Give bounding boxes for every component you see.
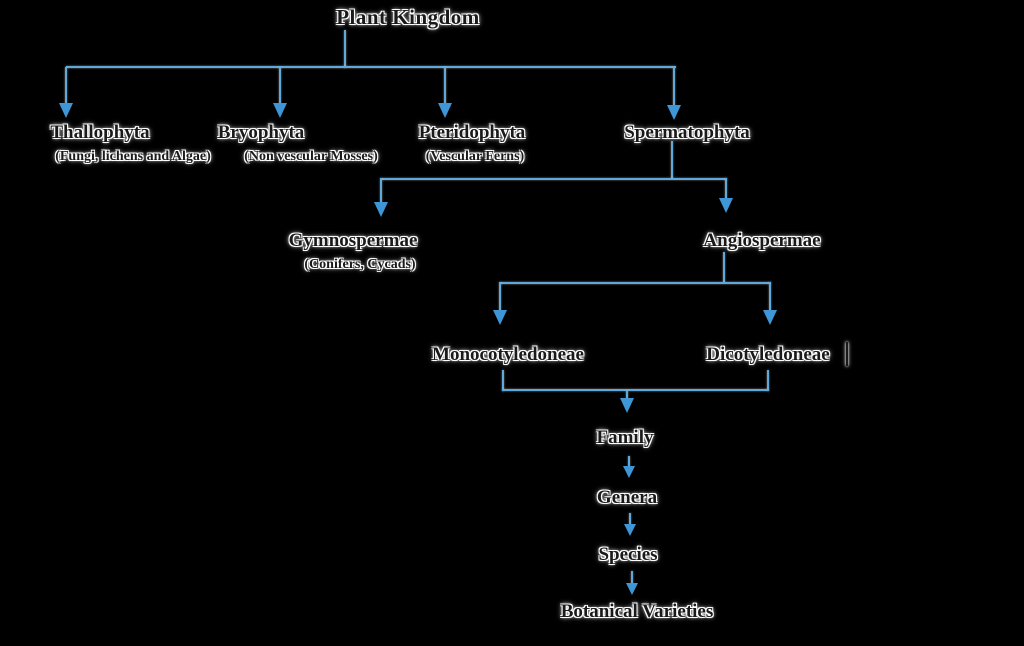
connector-thallophyta — [65, 67, 67, 105]
connector-genera — [628, 456, 630, 467]
connector-level3-rail — [500, 282, 771, 284]
node-genera: Genera — [596, 487, 658, 508]
arrow-down-icon — [620, 398, 634, 413]
text-cursor — [846, 342, 848, 366]
connector-root-stem — [344, 30, 346, 68]
connector-level1-rail — [66, 66, 676, 68]
connector-merge-rail — [502, 389, 769, 391]
connector-angiospermae — [725, 178, 727, 199]
node-pteridophyta: Pteridophyta — [418, 122, 526, 143]
node-spermatophyta: Spermatophyta — [624, 122, 750, 143]
connector-species — [629, 513, 631, 525]
arrow-down-icon — [59, 103, 73, 118]
node-bryophyta: Bryophyta — [217, 122, 305, 143]
node-species: Species — [598, 544, 658, 565]
node-bryophyta-subtitle: (Non vescular Mosses) — [244, 149, 378, 164]
connector-botanical-varieties — [631, 571, 633, 584]
node-gymnospermae: Gymnospermae — [288, 230, 418, 251]
node-family: Family — [596, 427, 654, 448]
node-pteridophyta-subtitle: (Vescular Ferns) — [425, 149, 525, 164]
arrow-down-icon — [493, 310, 507, 325]
connector-level2-rail — [381, 178, 727, 180]
arrow-down-icon — [438, 103, 452, 118]
arrow-down-icon — [626, 583, 638, 595]
connector-spermatophyta — [673, 67, 675, 107]
arrow-down-icon — [624, 524, 636, 536]
arrow-down-icon — [623, 466, 635, 478]
node-gymnospermae-subtitle: (Conifers, Cycads) — [304, 257, 416, 272]
arrow-down-icon — [273, 103, 287, 118]
connector-monocot-merge — [502, 370, 504, 391]
connector-gymnospermae — [380, 178, 382, 203]
connector-pteridophyta — [444, 67, 446, 105]
node-thallophyta: Thallophyta — [50, 122, 150, 143]
node-botanical-varieties: Botanical Varieties — [560, 601, 714, 622]
arrow-down-icon — [374, 202, 388, 217]
connector-monocotyledoneae — [499, 282, 501, 311]
connector-angiospermae-stem — [723, 252, 725, 283]
arrow-down-icon — [667, 105, 681, 120]
node-thallophyta-subtitle: (Fungi, lichens and Algae) — [55, 149, 211, 164]
connector-bryophyta — [279, 67, 281, 105]
diagram-title: Plant Kingdom — [336, 5, 480, 29]
connector-dicot-merge — [767, 370, 769, 391]
node-dicotyledoneae: Dicotyledoneae — [706, 344, 830, 365]
node-angiospermae: Angiospermae — [703, 230, 821, 251]
connector-dicotyledoneae — [769, 282, 771, 311]
connector-family-stem — [626, 391, 628, 399]
node-monocotyledoneae: Monocotyledoneae — [432, 344, 584, 365]
arrow-down-icon — [719, 198, 733, 213]
connector-spermatophyta-stem — [671, 141, 673, 179]
arrow-down-icon — [763, 310, 777, 325]
